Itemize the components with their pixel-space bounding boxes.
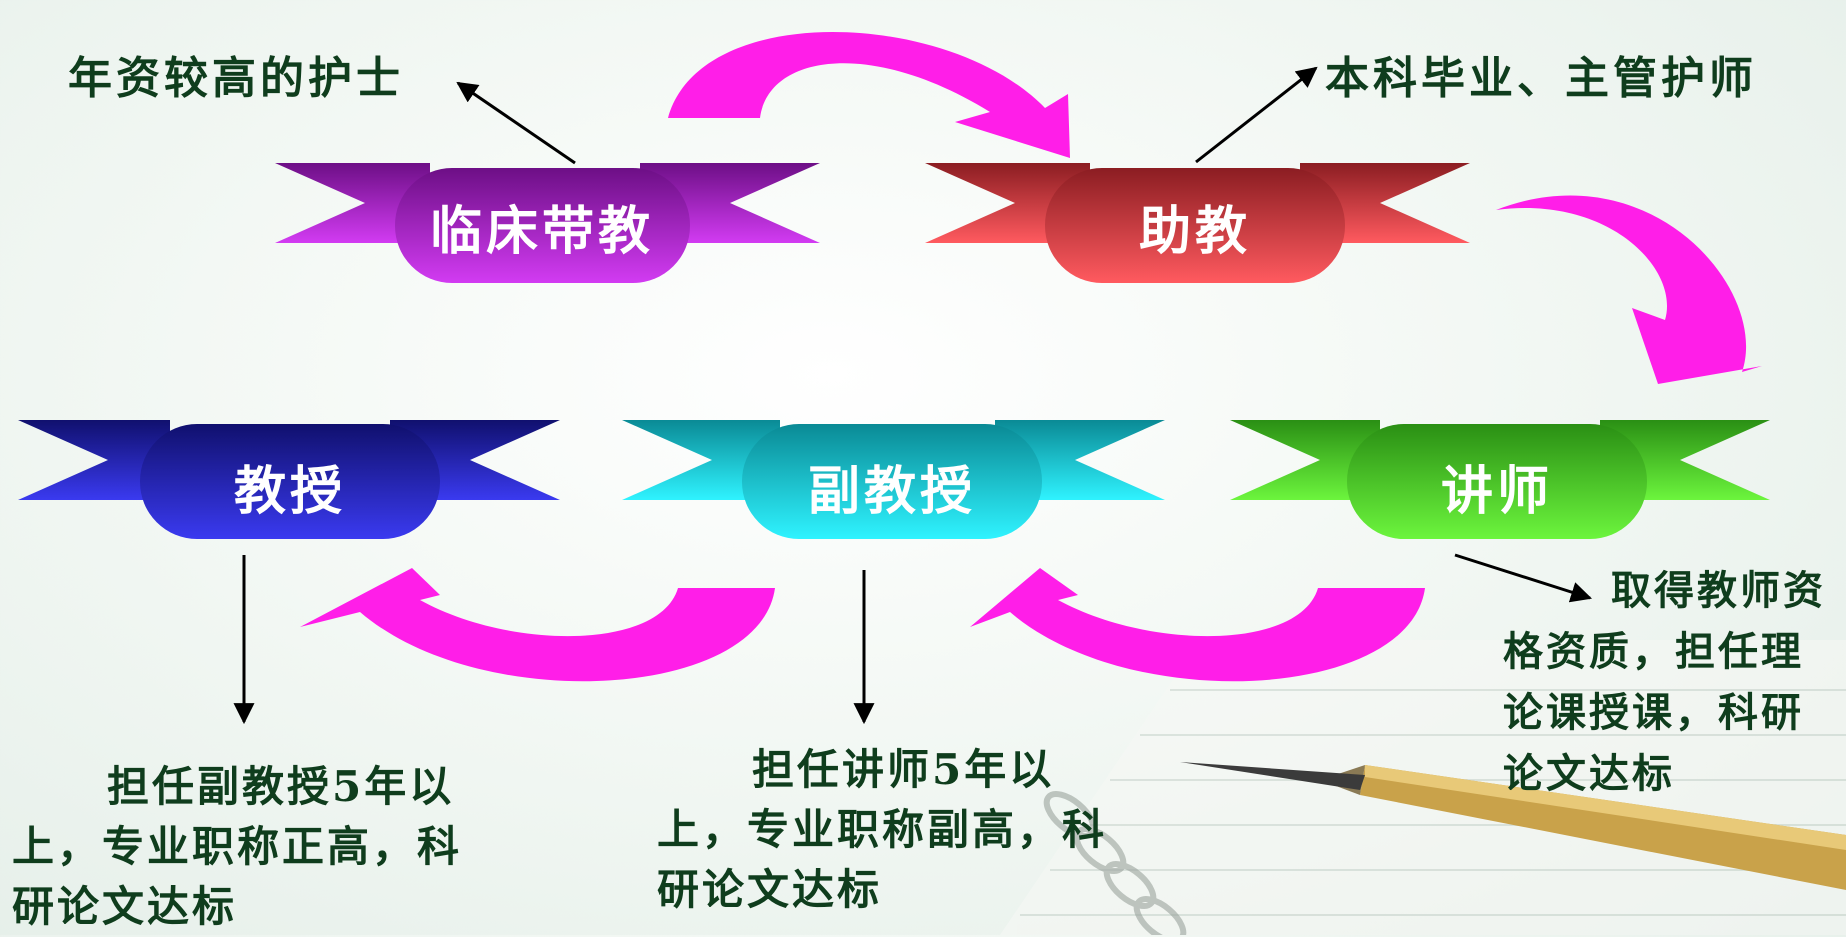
flow-arrow-associate-to-professor — [300, 568, 775, 682]
flow-arrow-clinical-to-assistant — [668, 32, 1070, 158]
ribbon-assistant[interactable]: 助教 — [925, 163, 1470, 283]
flow-arrow-lecturer-to-associate — [970, 568, 1425, 682]
ribbon-lecturer-label: 讲师 — [1441, 461, 1553, 522]
connector-assistant — [1195, 66, 1318, 164]
ribbon-associate-label: 副教授 — [808, 461, 976, 522]
annotation-professor: 担任副教授5年以上，专业职称正高，科研论文达标 — [12, 762, 463, 931]
pen-decoration — [1180, 762, 1846, 890]
ribbon-lecturer[interactable]: 讲师 — [1230, 420, 1770, 539]
ribbon-professor[interactable]: 教授 — [18, 420, 560, 539]
connector-lecturer — [1454, 553, 1593, 603]
annotation-lecturer: 取得教师资格资质，担任理论课授课，科研论文达标 — [1503, 567, 1826, 797]
annotation-assistant: 本科毕业、主管护师 — [1325, 53, 1757, 104]
ribbon-associate[interactable]: 副教授 — [622, 420, 1165, 539]
ribbon-clinical[interactable]: 临床带教 — [275, 163, 820, 283]
ribbon-clinical-label: 临床带教 — [430, 201, 654, 262]
ribbon-professor-label: 教授 — [234, 461, 346, 522]
annotation-associate: 担任讲师5年以上，专业职称副高，科研论文达标 — [657, 745, 1108, 914]
annotation-clinical: 年资较高的护士 — [68, 53, 404, 104]
spiral-binding-decoration — [1043, 791, 1187, 935]
ribbon-assistant-label: 助教 — [1139, 201, 1251, 262]
connector-clinical — [456, 81, 576, 165]
flow-arrow-assistant-to-lecturer — [1496, 195, 1762, 384]
